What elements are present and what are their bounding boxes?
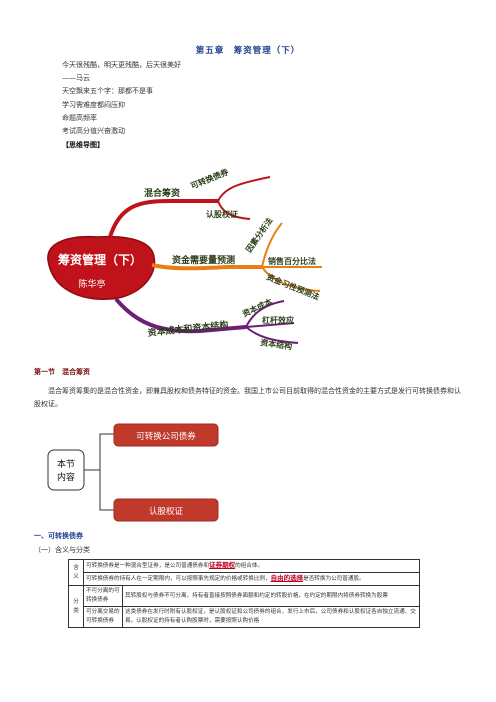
- branch-line-3a: [245, 300, 285, 328]
- table-row: 可转换债券的持有人在一定期限内，可以按照事先规定的价格或转换比例，自由的选择是否…: [69, 572, 420, 586]
- branch-child-1-2: 认股权证: [206, 209, 238, 219]
- mindmap-heading: 【思维导图】: [62, 140, 104, 150]
- intro-line: ——马云: [62, 74, 90, 83]
- branch-child-1-1: 可转换债券: [189, 166, 231, 191]
- branch-label-1: 混合筹资: [144, 187, 180, 198]
- branch-line-1a: [217, 176, 271, 202]
- branch-line-1: [108, 199, 218, 238]
- diagram-bottom-label: 认股权证: [149, 506, 184, 517]
- table-text: 是否转换为公司普通股。: [303, 576, 365, 582]
- table-cell-text: 可转换债券是一种混合型证券，是公司普通债券和证券期权的组合体。: [83, 559, 420, 573]
- section-paragraph: 混合筹资筹集的是混合性资金，即兼具股权和债务特征的资金。我国上市公司目前取得的混…: [34, 387, 461, 408]
- mindmap-center-author: 陈华亭: [78, 278, 105, 289]
- section-diagram: 本节 内容 可转换公司债券 认股权证: [47, 423, 219, 522]
- table-emphasis: 自由的选择: [270, 574, 304, 582]
- table-cell-category: 含义: [68, 559, 84, 586]
- branch-line-2c: [261, 266, 321, 292]
- section-heading: 第一节 混合筹资: [34, 367, 90, 376]
- table-cell-text: 可转换债券的持有人在一定期限内，可以按照事先规定的价格或转换比例，自由的选择是否…: [83, 572, 420, 586]
- diagram-top-label: 可转换公司债券: [136, 431, 196, 442]
- table-text: 的组合体。: [235, 563, 264, 569]
- diagram-left-box: [47, 449, 85, 491]
- branch-line-2a: [261, 222, 283, 268]
- table-cell-subcategory: 不可分离的可转换债券: [83, 585, 123, 607]
- diagram-left-label-1: 本节: [57, 458, 75, 470]
- intro-line: 命题高频率: [62, 113, 97, 122]
- diagram-left-label-2: 内容: [57, 471, 75, 483]
- intro-block: 今天很残酷，明天更残酷，后天很美好 ——马云 天空飘来五个字：那都不是事 学习需…: [62, 59, 181, 151]
- branch-label-3: 资本成本和资本结构: [147, 319, 229, 338]
- table-row: 可分离交易的可转换债券 这类债券在发行时附有认股权证，是认股权证和公司债券的组合…: [69, 606, 420, 628]
- branch-child-2-1: 因素分析法: [243, 216, 274, 255]
- intro-line: 天空飘来五个字：那都不是事: [62, 87, 153, 96]
- mind-map: 筹资管理（下） 陈华亭 混合筹资 可转换债券 认股权证 资金需要量预测 因素分析…: [47, 166, 322, 351]
- table-cell-subcategory: 可分离交易的可转换债券: [83, 606, 123, 628]
- table-row: 含义 可转换债券是一种混合型证券，是公司普通债券和证券期权的组合体。: [68, 559, 420, 586]
- branch-line-2: [151, 263, 262, 271]
- branch-line-3c: [245, 326, 299, 344]
- branch-child-2-3: 资金习性预测法: [265, 272, 321, 302]
- branch-child-3-2: 杠杆效应: [262, 315, 294, 325]
- diagram-top-box: [113, 423, 219, 447]
- table-emphasis: 证券期权: [209, 561, 236, 569]
- subsection-heading: 一、可转换债券: [34, 531, 83, 540]
- table-cell-category: 分类: [68, 585, 84, 628]
- branch-line-3b: [245, 322, 295, 328]
- diagram-bottom-box: [113, 498, 219, 522]
- subsubsection-heading: （一）含义与分类: [34, 546, 90, 554]
- table-cell-text: 其转股权与债券不可分离，持有者直接按照债券面额和约定的转股价格，在约定的期限内将…: [122, 585, 420, 607]
- table-cell-text: 这类债券在发行时附有认股权证，是认股权证和公司债券的组合，发行上市后，公司债券和…: [122, 606, 420, 628]
- diagram-bracket: [99, 433, 114, 511]
- mindmap-center-shape: [47, 235, 156, 300]
- intro-line: 学习需难度都闷压抑: [62, 100, 125, 109]
- branch-child-3-3: 资本结构: [260, 337, 293, 351]
- table-row: 分类 不可分离的可转换债券 其转股权与债券不可分离，持有者直接按照债券面额和约定…: [68, 585, 420, 628]
- branch-line-1b: [217, 200, 251, 220]
- chapter-title: 第五章 筹资管理（下）: [195, 46, 301, 56]
- mindmap-center-title: 筹资管理（下）: [58, 252, 142, 267]
- table-text: 可转换债券的持有人在一定期限内，可以按照事先规定的价格或转换比例，: [86, 576, 271, 582]
- branch-label-2: 资金需要量预测: [172, 254, 235, 265]
- branch-line-3: [114, 297, 247, 334]
- branch-child-2-2: 销售百分比法: [268, 256, 316, 266]
- intro-line: 今天很残酷，明天更残酷，后天很美好: [62, 61, 181, 69]
- intro-line: 考试高分值兴奋激动: [62, 127, 125, 136]
- definition-table: 含义 可转换债券是一种混合型证券，是公司普通债券和证券期权的组合体。 可转换债券…: [68, 559, 420, 628]
- table-text: 可转换债券是一种混合型证券，是公司普通债券和: [86, 563, 210, 569]
